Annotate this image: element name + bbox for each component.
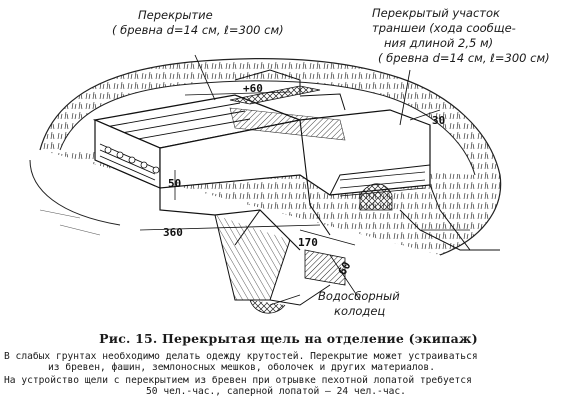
note-line-4: 50 чел.-час., саперной лопатой — 24 чел.… <box>146 386 406 397</box>
log-covering-top <box>159 69 431 236</box>
overlap-label-spec: ( бревна d=14 см, ℓ=300 см) <box>112 23 284 37</box>
trench-walls <box>39 184 500 314</box>
covered-label-line2: траншеи (хода сообще- <box>372 21 516 35</box>
callout-leaders <box>194 54 411 306</box>
covered-label-line3: ния длиной 2,5 м) <box>384 36 494 50</box>
dimension-lines <box>139 91 441 301</box>
dimension-360: 360 <box>163 226 183 239</box>
trench-illustration <box>29 54 502 314</box>
note-line-3: На устройство щели с перекрытием из брев… <box>4 375 472 386</box>
covered-label-title: Перекрытый участок <box>372 6 500 20</box>
figure-caption: Рис. 15. Перекрытая щель на отделение (э… <box>99 331 478 346</box>
well-label-sub: колодец <box>334 304 386 318</box>
note-line-1: В слабых грунтах необходимо делать одежд… <box>4 351 478 362</box>
dimension-50: 50 <box>168 177 182 190</box>
well-label-title: Водосборный <box>318 289 400 303</box>
overlap-label-title: Перекрытие <box>138 8 213 22</box>
note-line-2: из бревен, фашин, землоносных мешков, об… <box>48 362 435 373</box>
dimension-30: 30 <box>432 114 446 127</box>
covered-label-spec: ( бревна d=14 см, ℓ=300 см) <box>378 51 550 65</box>
dimension-top-60: +60 <box>243 82 263 95</box>
dimension-170: 170 <box>298 236 318 249</box>
